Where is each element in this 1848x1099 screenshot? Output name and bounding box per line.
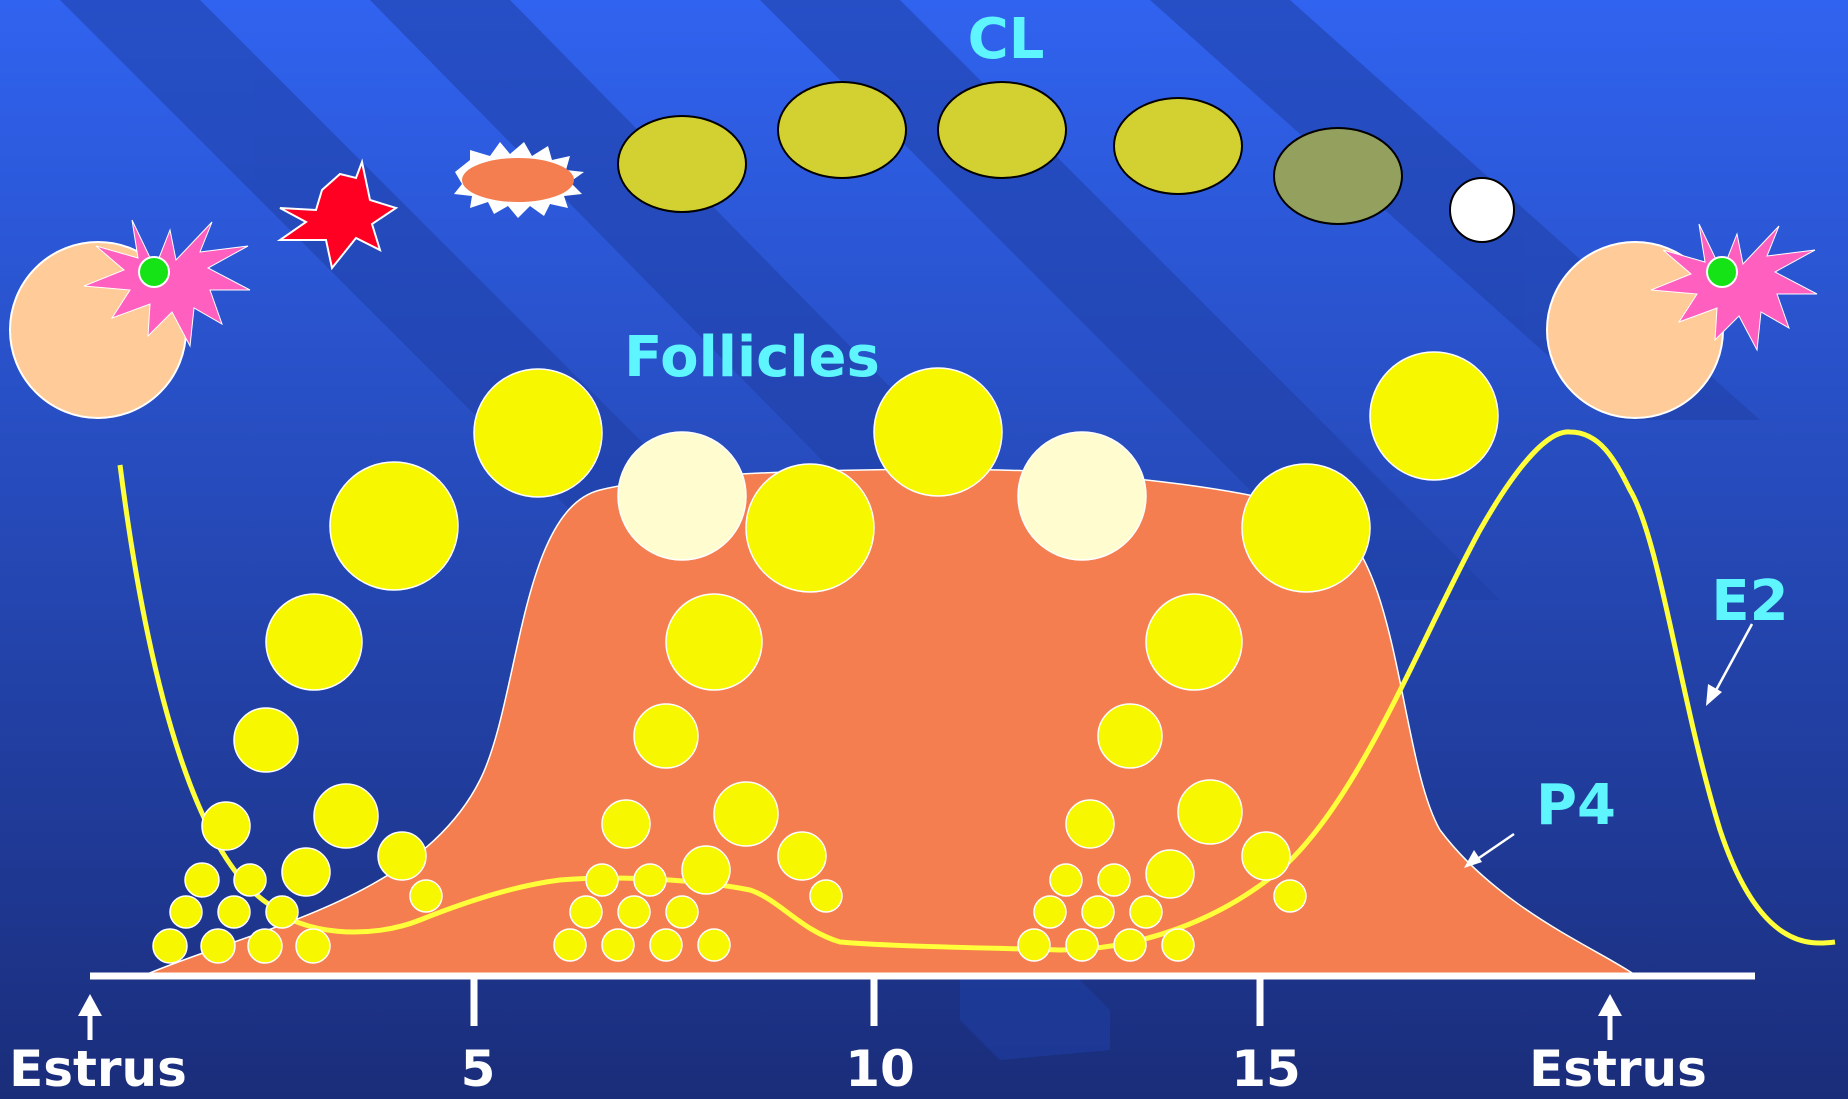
- starburst-icon: [83, 219, 251, 348]
- e2-label: E2: [1711, 569, 1788, 634]
- follicle: [633, 703, 699, 769]
- oocyte: [138, 256, 170, 288]
- follicle: [809, 879, 843, 913]
- follicles-label: Follicles: [624, 325, 880, 390]
- corpus-albicans: [1449, 177, 1515, 243]
- follicle: [649, 928, 683, 962]
- follicle: [1241, 463, 1371, 593]
- follicle: [473, 368, 603, 498]
- follicle: [1177, 779, 1243, 845]
- follicle: [247, 928, 283, 964]
- follicle: [184, 862, 220, 898]
- follicle: [1273, 879, 1307, 913]
- corpus-luteum-series: [617, 81, 1515, 243]
- follicle: [200, 928, 236, 964]
- follicle: [1129, 895, 1163, 929]
- follicle: [681, 845, 731, 895]
- follicle-wave-1: [152, 368, 603, 964]
- follicle: [665, 593, 763, 691]
- follicle: [553, 928, 587, 962]
- follicle: [713, 781, 779, 847]
- e2-pointer-arrow: [1706, 623, 1754, 706]
- follicle-atretic: [1017, 431, 1147, 561]
- follicle: [265, 593, 363, 691]
- follicle: [409, 879, 443, 913]
- tick-label-5: 5: [461, 1040, 496, 1098]
- follicle: [569, 895, 603, 929]
- oocyte: [1706, 256, 1738, 288]
- follicle: [295, 928, 331, 964]
- follicle: [1049, 863, 1083, 897]
- tick-label-15: 15: [1231, 1040, 1301, 1098]
- cl-label: CL: [968, 7, 1045, 72]
- follicle: [1145, 593, 1243, 691]
- follicle: [1017, 928, 1051, 962]
- estrus-arrow-right: [1598, 994, 1622, 1040]
- follicle: [745, 463, 875, 593]
- follicle: [1097, 703, 1163, 769]
- follicle: [377, 831, 427, 881]
- estrus-label-left: Estrus: [9, 1040, 187, 1098]
- follicle: [233, 707, 299, 773]
- follicle-wave-2: [553, 367, 1003, 962]
- follicle: [169, 895, 203, 929]
- follicle: [1369, 351, 1499, 481]
- follicle: [873, 367, 1003, 497]
- time-axis: [90, 972, 1755, 1026]
- follicle: [233, 863, 267, 897]
- p4-pointer-arrow: [1464, 832, 1515, 868]
- follicle: [281, 847, 331, 897]
- follicle: [313, 783, 379, 849]
- follicle: [1097, 863, 1131, 897]
- follicle: [777, 831, 827, 881]
- follicle: [1065, 928, 1099, 962]
- follicle: [201, 801, 251, 851]
- ovulation-right: [1546, 223, 1818, 419]
- corpus-luteum: [1113, 97, 1243, 195]
- follicle: [633, 863, 667, 897]
- follicle: [265, 895, 299, 929]
- follicle: [217, 895, 251, 929]
- ovulation-left: [9, 219, 251, 419]
- follicle: [601, 799, 651, 849]
- follicle: [1081, 895, 1115, 929]
- follicle-wave-3: [1017, 351, 1499, 962]
- follicle: [585, 863, 619, 897]
- red-star-icon: [276, 158, 399, 271]
- corpus-luteum: [617, 115, 747, 213]
- follicle: [1161, 928, 1195, 962]
- estrus-label-right: Estrus: [1529, 1040, 1707, 1098]
- spiky-oval-icon: [454, 142, 584, 218]
- follicle: [601, 928, 635, 962]
- follicle: [665, 895, 699, 929]
- follicle: [329, 461, 459, 591]
- follicle: [1145, 849, 1195, 899]
- follicle: [1033, 895, 1067, 929]
- follicle: [152, 928, 188, 964]
- p4-label: P4: [1536, 773, 1616, 838]
- follicle: [1065, 799, 1115, 849]
- follicle: [617, 895, 651, 929]
- follicle: [697, 928, 731, 962]
- corpus-luteum: [777, 81, 907, 179]
- follicle-atretic: [617, 431, 747, 561]
- follicle: [1241, 831, 1291, 881]
- starburst-icon: [1650, 223, 1818, 352]
- tick-label-10: 10: [845, 1040, 915, 1098]
- estrus-arrow-left: [78, 994, 102, 1040]
- follicle: [1113, 928, 1147, 962]
- corpus-luteum-regressing: [1273, 127, 1403, 225]
- corpus-luteum: [937, 81, 1067, 179]
